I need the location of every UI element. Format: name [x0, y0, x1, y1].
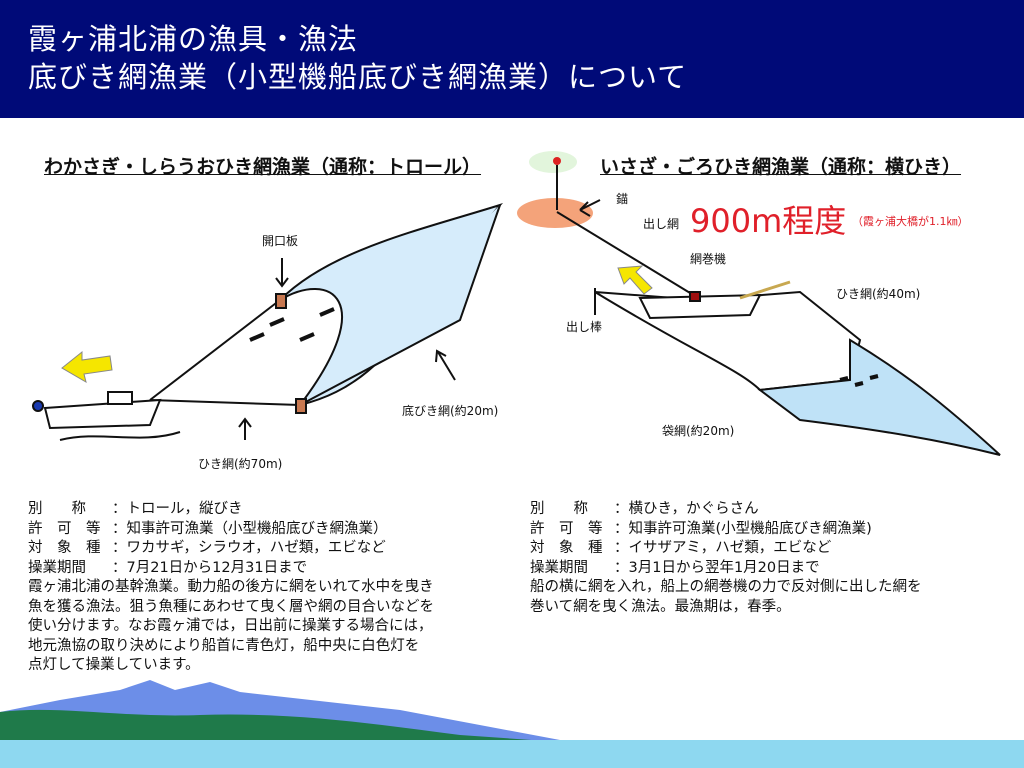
info-row: 操業期間：3月1日から翌年1月20日まで: [530, 559, 820, 576]
label-tow-rope: ひき網(約70m): [198, 457, 283, 471]
desc-line: 点灯して操業しています。: [28, 657, 200, 673]
mountain-scenery: [0, 680, 1024, 768]
direction-arrow-right: [617, 265, 653, 295]
right-section-title: いさざ・ごろひき網漁業（通称：横ひき）: [600, 156, 962, 178]
desc-line: 霞ヶ浦北浦の基幹漁業。動力船の後方に網をいれて水中を曳き: [28, 579, 434, 595]
header-banner: 霞ヶ浦北浦の漁具・漁法 底びき網漁業（小型機船底びき網漁業）について: [0, 0, 1024, 118]
info-row: 別 称：トロール，縦びき: [28, 501, 243, 517]
info-row: 操業期間：7月21日から12月31日まで: [28, 559, 308, 576]
desc-line: 船の横に網を入れ，船上の網巻機の力で反対側に出した網を: [530, 579, 922, 595]
page-title-line1: 霞ヶ浦北浦の漁具・漁法: [28, 22, 359, 56]
info-row: 対 象 種：イサザアミ，ハゼ類，エビなど: [530, 540, 832, 556]
direction-arrow-left: [61, 350, 113, 384]
label-otter-board: 開口板: [262, 234, 299, 248]
desc-line: 魚を獲る漁法。狙う魚種にあわせて曳く層や網の目合いなどを: [28, 598, 434, 615]
distance-note: （霞ヶ浦大橋が1.1㎞）: [852, 215, 969, 228]
seine-illustration: [517, 151, 1001, 456]
label-tow-rope-right: ひき網(約40m): [836, 287, 921, 301]
left-section-title: わかさぎ・しらうおひき網漁業（通称：トロール）: [44, 156, 482, 178]
info-row: 許 可 等：知事許可漁業（小型機船底びき網漁業）: [28, 520, 388, 537]
info-row: 対 象 種：ワカサギ，シラウオ，ハゼ類，エビなど: [28, 540, 386, 556]
label-winch: 網巻機: [690, 252, 727, 266]
desc-line: 使い分けます。なお霞ヶ浦では，日出前に操業する場合には，: [28, 618, 433, 634]
info-row: 許 可 等：知事許可漁業(小型機船底びき網漁業): [530, 520, 872, 537]
label-bag-net: 袋網(約20m): [662, 424, 735, 438]
info-row: 別 称：横ひき，かぐらさん: [530, 501, 759, 517]
distance-label: 900m程度: [690, 202, 847, 240]
label-anchor: 錨: [616, 192, 629, 206]
label-bottom-net: 底びき網(約20m): [402, 404, 499, 418]
trawl-illustration: [32, 203, 504, 441]
page-title-line2: 底びき網漁業（小型機船底びき網漁業）について: [28, 60, 688, 94]
left-info: 別 称：トロール，縦びき 許 可 等：知事許可漁業（小型機船底びき網漁業） 対 …: [28, 500, 434, 676]
desc-line: 地元漁協の取り決めにより船首に青色灯，船中央に白色灯を: [28, 637, 420, 654]
right-info: 別 称：横ひき，かぐらさん 許 可 等：知事許可漁業(小型機船底びき網漁業) 対…: [530, 500, 922, 617]
desc-line: 巻いて網を曳く漁法。最漁期は，春季。: [530, 598, 791, 615]
label-pole: 出し棒: [566, 320, 603, 334]
label-outline-net: 出し網: [643, 217, 680, 231]
